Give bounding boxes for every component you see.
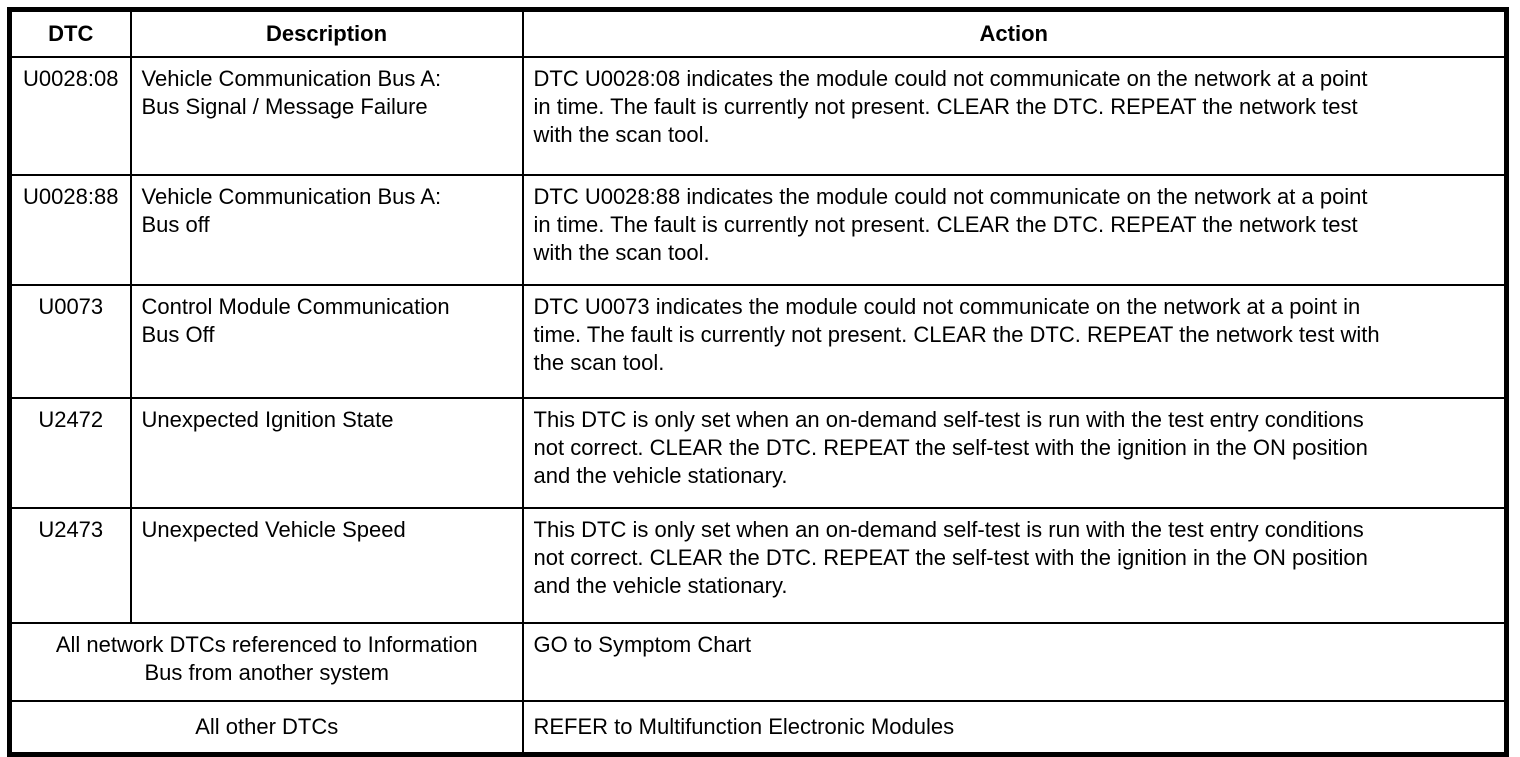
table-row-footer: All network DTCs referenced to Informati… [8,622,1508,702]
table-row: U2472 Unexpected Ignition State This DTC… [8,397,1508,509]
description-cell: Unexpected Ignition State [129,397,524,509]
table-row: U0073 Control Module Communication Bus O… [8,284,1508,399]
merged-label-cell: All network DTCs referenced to Informati… [8,622,524,702]
description-cell: Vehicle Communication Bus A: Bus off [129,174,524,286]
description-cell: Vehicle Communication Bus A: Bus Signal … [129,56,524,176]
header-description: Description [129,8,524,58]
table-row: U0028:08 Vehicle Communication Bus A: Bu… [8,56,1508,176]
merged-label-cell: All other DTCs [8,700,524,756]
table-row: U0028:88 Vehicle Communication Bus A: Bu… [8,174,1508,286]
description-cell: Control Module Communication Bus Off [129,284,524,399]
dtc-cell: U0028:88 [8,174,132,286]
header-action: Action [521,8,1508,58]
action-cell: DTC U0028:88 indicates the module could … [521,174,1508,286]
header-dtc: DTC [8,8,132,58]
action-cell: DTC U0028:08 indicates the module could … [521,56,1508,176]
description-cell: Unexpected Vehicle Speed [129,507,524,624]
action-cell: REFER to Multifunction Electronic Module… [521,700,1508,756]
dtc-cell: U2472 [8,397,132,509]
dtc-cell: U0073 [8,284,132,399]
dtc-cell: U2473 [8,507,132,624]
table-row-footer: All other DTCs REFER to Multifunction El… [8,700,1508,756]
table-row: U2473 Unexpected Vehicle Speed This DTC … [8,507,1508,624]
dtc-cell: U0028:08 [8,56,132,176]
header-row: DTC Description Action [8,8,1508,58]
action-cell: This DTC is only set when an on-demand s… [521,397,1508,509]
action-cell: DTC U0073 indicates the module could not… [521,284,1508,399]
action-cell: GO to Symptom Chart [521,622,1508,702]
action-cell: This DTC is only set when an on-demand s… [521,507,1508,624]
dtc-diagnostic-table: DTC Description Action U0028:08 Vehicle … [7,7,1509,757]
